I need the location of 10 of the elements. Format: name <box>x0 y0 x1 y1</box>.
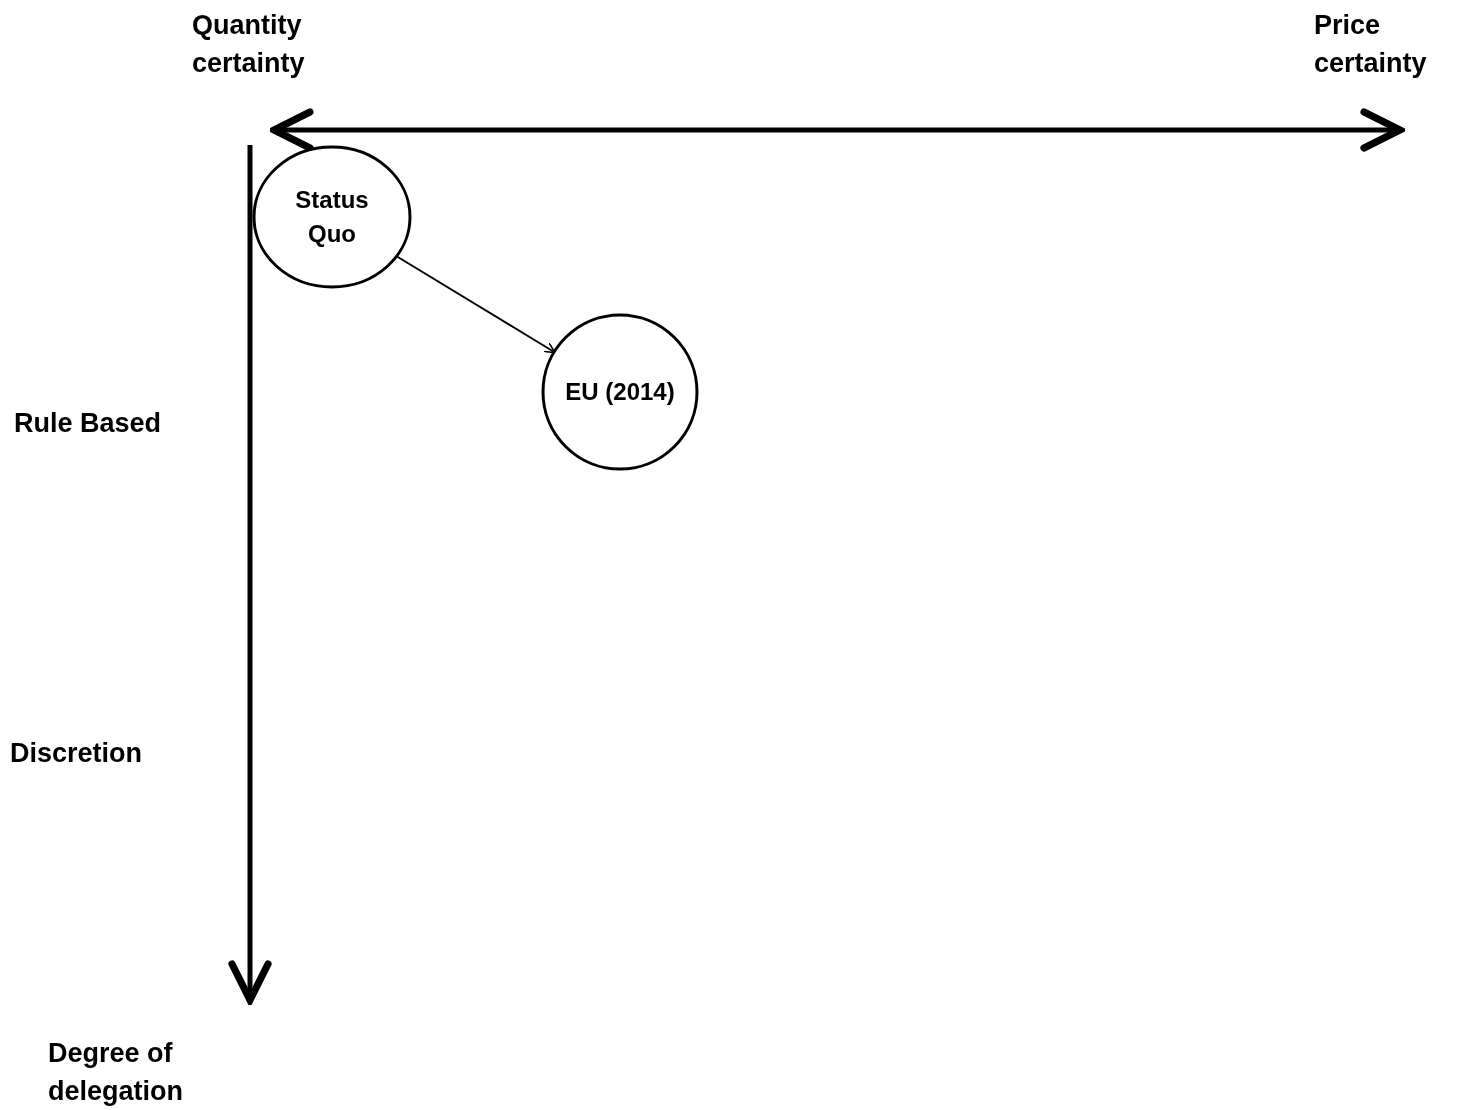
node-label: Status Quo <box>294 185 370 249</box>
axis-label: Degree of delegation <box>48 1037 184 1108</box>
node-label: EU (2014) <box>565 377 675 407</box>
circle-node <box>541 313 699 471</box>
axis-label: Discretion <box>10 737 144 770</box>
axis-label: Quantity certainty <box>192 9 306 80</box>
arrow <box>395 255 556 354</box>
axis-label: Price certainty <box>1314 9 1428 80</box>
axis-label: Rule Based <box>14 407 163 440</box>
circle-node <box>252 145 412 289</box>
